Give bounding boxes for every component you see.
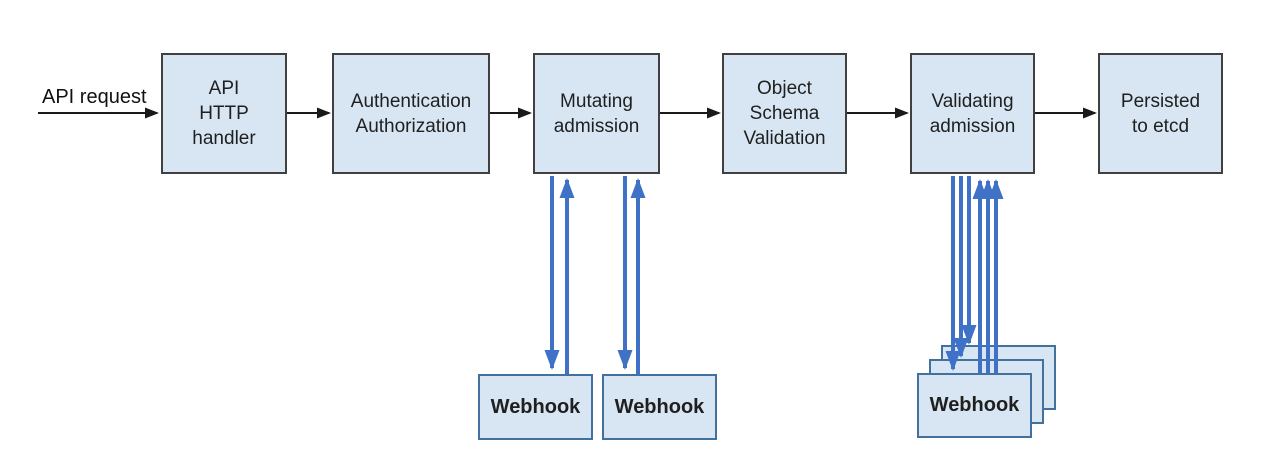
- box-authentication-authorization-label: Authentication Authorization: [350, 90, 472, 137]
- box-persisted-to-etcd-label: Persisted to etcd: [1120, 90, 1201, 137]
- box-validating-admission: Validating admission: [910, 53, 1035, 174]
- webhook-box-validating-front: Webhook: [917, 373, 1032, 438]
- api-request-label: API request: [42, 86, 147, 108]
- box-api-http-handler: API HTTP handler: [161, 53, 287, 174]
- webhook-box-mutating-1: Webhook: [478, 374, 593, 440]
- webhook-label: Webhook: [614, 395, 705, 418]
- webhook-label: Webhook: [490, 395, 581, 418]
- box-validating-admission-label: Validating admission: [929, 90, 1016, 137]
- box-mutating-admission: Mutating admission: [533, 53, 660, 174]
- box-object-schema-validation: Object Schema Validation: [722, 53, 847, 174]
- box-object-schema-validation-label: Object Schema Validation: [743, 78, 826, 149]
- box-authentication-authorization: Authentication Authorization: [332, 53, 490, 174]
- box-api-http-handler-label: API HTTP handler: [192, 78, 256, 149]
- box-mutating-admission-label: Mutating admission: [553, 90, 640, 137]
- webhook-label: Webhook: [929, 394, 1020, 416]
- webhook-box-mutating-2: Webhook: [602, 374, 717, 440]
- box-persisted-to-etcd: Persisted to etcd: [1098, 53, 1223, 174]
